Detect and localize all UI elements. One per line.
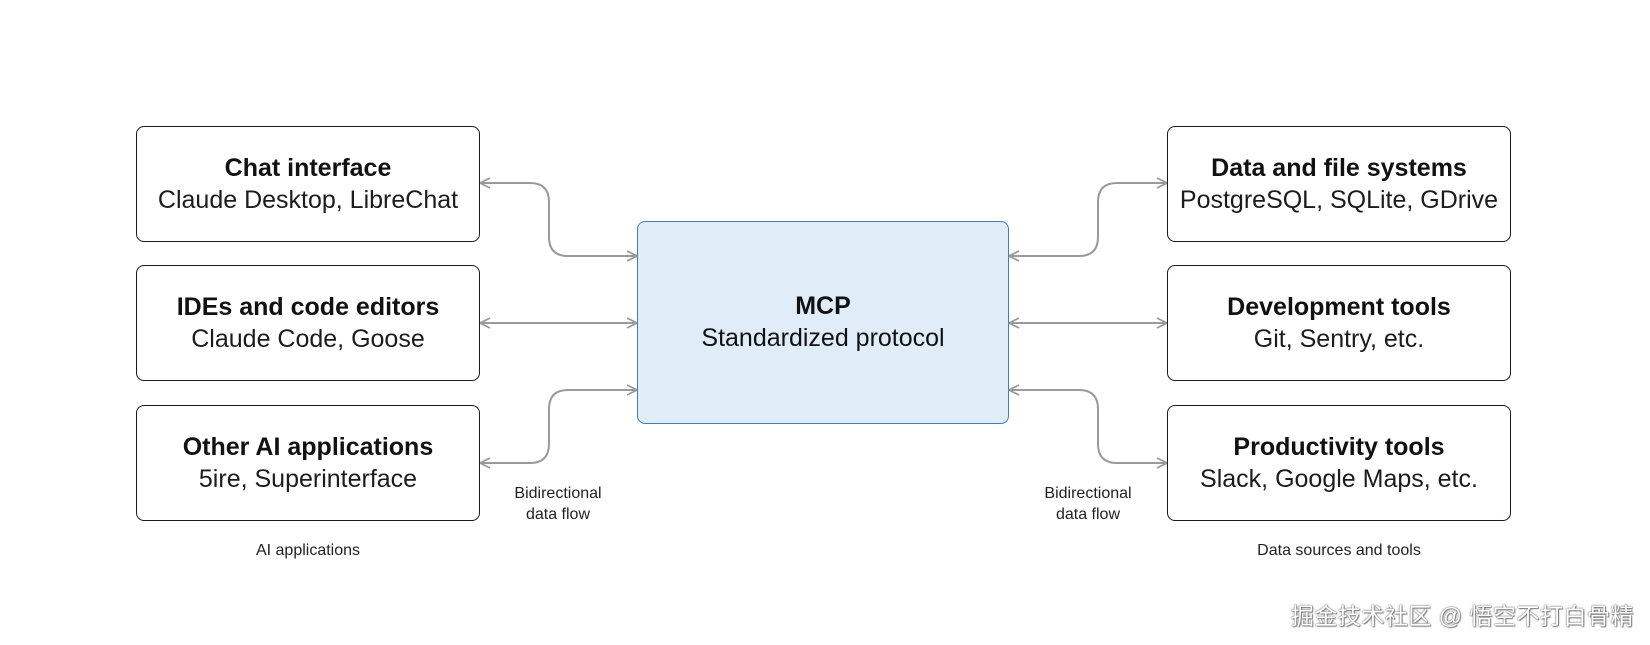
- mcp-title: MCP: [795, 292, 851, 320]
- group-caption-ai-applications: AI applications: [255, 542, 361, 559]
- flow-label-line: Bidirectional: [514, 485, 602, 502]
- box-title: Other AI applications: [182, 432, 434, 461]
- box-chat-interface: Chat interface Claude Desktop, LibreChat: [136, 126, 480, 242]
- box-subtitle: PostgreSQL, SQLite, GDrive: [1179, 185, 1499, 214]
- mcp-protocol-box: MCP Standardized protocol: [637, 221, 1009, 424]
- box-data-file-systems: Data and file systems PostgreSQL, SQLite…: [1167, 126, 1511, 242]
- connector-mcp-to-data: [1009, 183, 1167, 256]
- box-development-tools: Development tools Git, Sentry, etc.: [1167, 265, 1511, 381]
- box-other-ai-applications: Other AI applications 5ire, Superinterfa…: [136, 405, 480, 521]
- flow-label-line: Bidirectional: [1044, 485, 1132, 502]
- connector-other-ai-to-mcp: [480, 390, 637, 463]
- box-title: Development tools: [1227, 292, 1451, 321]
- box-subtitle: Claude Desktop, LibreChat: [157, 185, 459, 214]
- box-subtitle: Git, Sentry, etc.: [1253, 324, 1425, 353]
- flow-label-line: data flow: [1055, 506, 1121, 523]
- group-caption-data-sources: Data sources and tools: [1257, 542, 1421, 559]
- box-subtitle: Claude Code, Goose: [191, 324, 425, 353]
- watermark-text: 掘金技术社区 @ 悟空不打白骨精: [1290, 603, 1634, 629]
- box-title: Data and file systems: [1211, 153, 1467, 182]
- box-subtitle: 5ire, Superinterface: [198, 464, 418, 493]
- box-title: Chat interface: [224, 153, 392, 182]
- box-title: Productivity tools: [1233, 432, 1445, 461]
- connector-mcp-to-productivity: [1009, 390, 1167, 463]
- flow-label-line: data flow: [525, 506, 591, 523]
- connector-chat-to-mcp: [480, 183, 637, 256]
- box-productivity-tools: Productivity tools Slack, Google Maps, e…: [1167, 405, 1511, 521]
- flow-label-left: Bidirectional data flow: [488, 483, 628, 525]
- mcp-subtitle: Standardized protocol: [701, 324, 945, 352]
- flow-label-right: Bidirectional data flow: [1018, 483, 1158, 525]
- box-title: IDEs and code editors: [176, 292, 440, 321]
- box-ides-code-editors: IDEs and code editors Claude Code, Goose: [136, 265, 480, 381]
- box-subtitle: Slack, Google Maps, etc.: [1200, 464, 1478, 493]
